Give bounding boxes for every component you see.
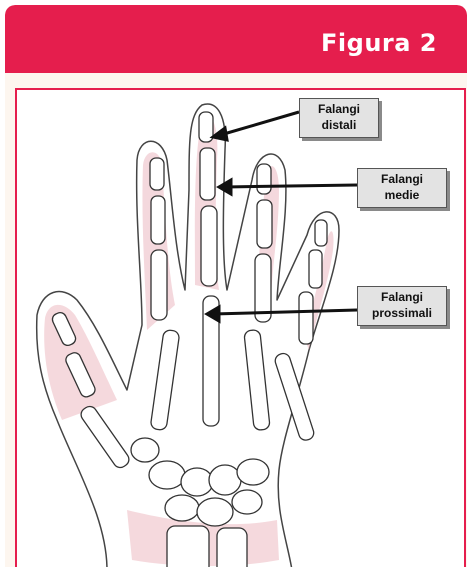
label-distal-line1: Falangi <box>300 101 378 117</box>
arrow-distal <box>217 112 299 136</box>
label-medial-phalanges: Falangi medie <box>357 168 447 208</box>
arrow-medial-head <box>219 180 231 194</box>
arrow-medial <box>225 185 357 187</box>
label-distal-line2: distali <box>300 117 378 133</box>
figure-title: Figura 2 <box>321 29 437 57</box>
label-medial-line1: Falangi <box>358 171 446 187</box>
arrow-proximal <box>213 310 357 314</box>
label-proximal-line2: prossimali <box>358 305 446 321</box>
label-proximal-line1: Falangi <box>358 289 446 305</box>
label-medial-line2: medie <box>358 187 446 203</box>
hand-skeleton-illustration <box>17 90 464 567</box>
label-distal-phalanges: Falangi distali <box>299 98 379 138</box>
illustration-frame: Falangi distali Falangi medie Falangi pr… <box>15 88 466 567</box>
label-proximal-phalanges: Falangi prossimali <box>357 286 447 326</box>
figure-card: Figura 2 <box>5 5 467 567</box>
figure-header: Figura 2 <box>5 5 467 73</box>
